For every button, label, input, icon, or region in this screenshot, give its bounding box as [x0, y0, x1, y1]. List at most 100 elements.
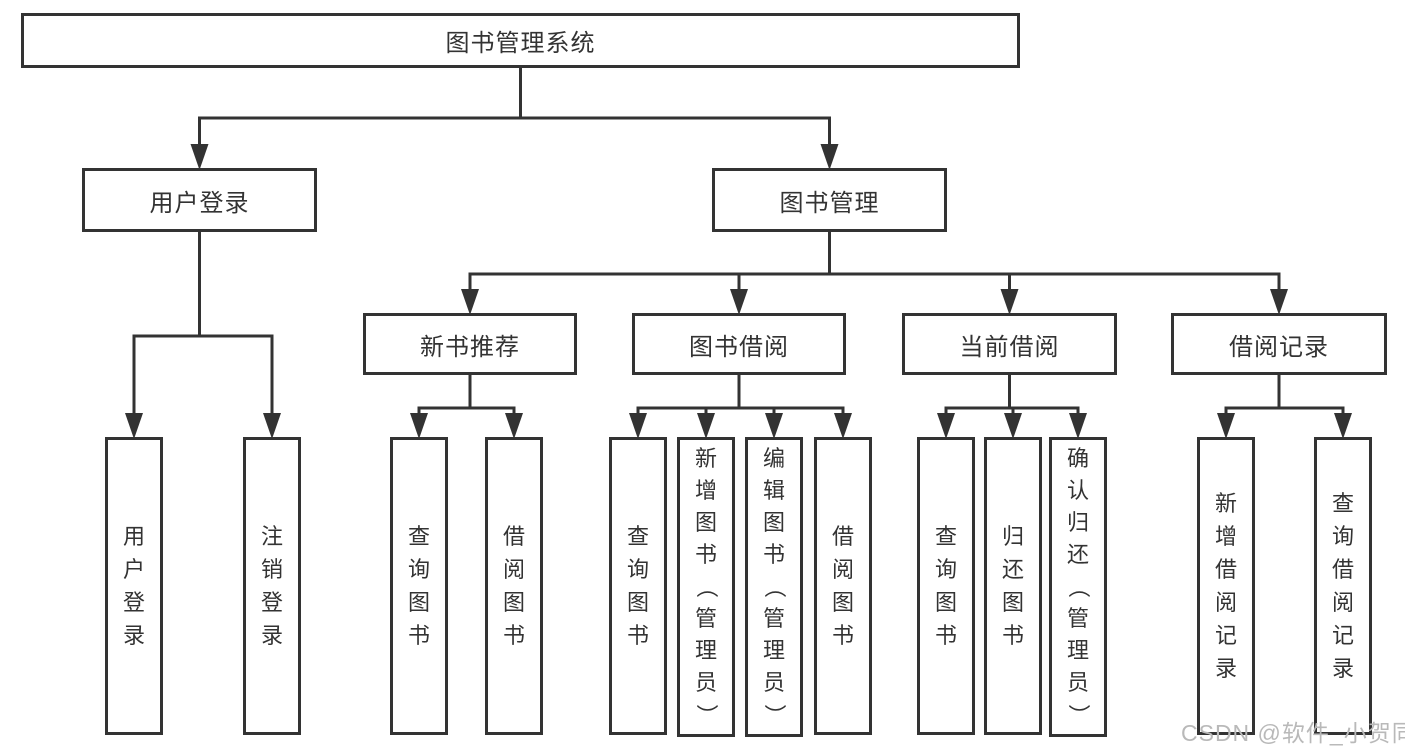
node-label-char: 询 — [626, 557, 649, 582]
arrowhead-icon — [629, 413, 647, 439]
node-label-char: 图 — [762, 510, 785, 535]
node-label-char: 借 — [1331, 557, 1354, 582]
node-label-char: 新 — [1214, 491, 1237, 516]
node-r-add: 新增借阅记录 — [1197, 437, 1255, 735]
node-label-char: 登 — [260, 590, 283, 615]
node-label-char: 用 — [122, 524, 145, 549]
arrowhead-icon — [1069, 413, 1087, 439]
node-label-char: 增 — [1214, 524, 1237, 549]
node-label: 图书借阅 — [689, 333, 789, 361]
node-label-char: 书 — [694, 542, 717, 567]
node-logout: 注销登录 — [243, 437, 301, 735]
node-user-login: 用户登录 — [82, 168, 317, 232]
node-label-char: 书 — [831, 623, 854, 648]
node-label: 用户登录 — [149, 189, 250, 217]
node-label-char: 归 — [1001, 524, 1024, 549]
node-label-char: 确 — [1066, 446, 1089, 471]
node-label-char: 辑 — [762, 478, 785, 503]
node-label-char: 书 — [762, 542, 785, 567]
node-label-char: 书 — [502, 623, 525, 648]
node-label: 借阅记录 — [1229, 333, 1329, 361]
node-label-char: 增 — [694, 478, 717, 503]
arrowhead-icon — [820, 144, 839, 170]
arrowhead-icon — [937, 413, 955, 439]
node-c-return: 归还图书 — [984, 437, 1042, 735]
node-book-mgmt: 图书管理 — [712, 168, 947, 232]
node-label-char: 管 — [1066, 606, 1089, 631]
node-label-char: （ — [1066, 575, 1091, 598]
node-label-char: 图 — [934, 590, 957, 615]
node-label-char: 录 — [1331, 656, 1354, 681]
node-label-char: 录 — [260, 623, 283, 648]
node-label-char: 图 — [502, 590, 525, 615]
node-label: 图书管理 — [779, 189, 880, 217]
node-label-char: 归 — [1066, 510, 1089, 535]
arrowhead-icon — [125, 413, 143, 439]
node-label-char: 登 — [122, 590, 145, 615]
arrowhead-icon — [505, 413, 523, 439]
node-label-char: 询 — [407, 557, 430, 582]
node-label-char: 查 — [934, 524, 957, 549]
node-label-char: 图 — [626, 590, 649, 615]
node-label-char: 图 — [694, 510, 717, 535]
node-c-query: 查询图书 — [917, 437, 975, 735]
node-nr-borrow: 借阅图书 — [485, 437, 543, 735]
node-label-char: 阅 — [1331, 590, 1354, 615]
watermark: CSDN @软件_小贺同学 — [1181, 720, 1405, 746]
node-label: 图书管理系统 — [445, 30, 596, 57]
arrowhead-icon — [834, 413, 852, 439]
node-label-char: 书 — [1001, 623, 1024, 648]
arrowhead-icon — [697, 413, 715, 439]
node-label-char: 还 — [1066, 542, 1089, 567]
node-borrow: 图书借阅 — [632, 313, 846, 375]
arrowhead-icon — [730, 289, 748, 315]
node-label-char: 理 — [762, 638, 785, 663]
node-label: 当前借阅 — [959, 333, 1060, 361]
node-r-query: 查询借阅记录 — [1314, 437, 1372, 735]
node-label-char: 查 — [626, 524, 649, 549]
node-current: 当前借阅 — [902, 313, 1117, 375]
node-label-char: 员 — [762, 670, 785, 695]
node-records: 借阅记录 — [1171, 313, 1387, 375]
node-b-query: 查询图书 — [609, 437, 667, 735]
node-b-borrow: 借阅图书 — [814, 437, 872, 735]
node-label-char: 录 — [1214, 656, 1237, 681]
node-label-char: 员 — [694, 670, 717, 695]
node-label-char: 借 — [831, 524, 854, 549]
node-label-char: 书 — [934, 623, 957, 648]
node-new-rec: 新书推荐 — [363, 313, 577, 375]
arrowhead-icon — [1334, 413, 1352, 439]
node-nr-query: 查询图书 — [390, 437, 448, 735]
node-label-char: 查 — [407, 524, 430, 549]
node-label-char: 询 — [1331, 524, 1354, 549]
node-b-edit: 编辑图书 （ 管理员 ） — [745, 437, 803, 737]
node-label-char: 记 — [1331, 623, 1354, 648]
arrowhead-icon — [765, 413, 783, 439]
node-label-char: 认 — [1066, 478, 1089, 503]
node-label-char: 销 — [260, 557, 283, 582]
node-label-char: ） — [762, 703, 787, 726]
arrowhead-icon — [1217, 413, 1235, 439]
node-label-char: 书 — [407, 623, 430, 648]
node-label-char: 录 — [122, 623, 145, 648]
node-label-char: （ — [762, 575, 787, 598]
arrowhead-icon — [410, 413, 428, 439]
arrowhead-icon — [1004, 413, 1022, 439]
node-root: 图书管理系统 — [21, 13, 1020, 68]
node-label-char: 图 — [1001, 590, 1024, 615]
node-c-confirm: 确认归还（管理员） — [1049, 437, 1107, 737]
arrowhead-icon — [461, 289, 479, 315]
arrowhead-icon — [1270, 289, 1288, 315]
node-label: 新书推荐 — [420, 333, 520, 361]
node-label-char: 编 — [762, 446, 785, 471]
node-label-char: 管 — [762, 606, 785, 631]
node-label-char: 询 — [934, 557, 957, 582]
arrowhead-icon — [190, 144, 209, 170]
node-label-char: 阅 — [1214, 590, 1237, 615]
node-label-char: 管 — [694, 606, 717, 631]
node-label-char: 新 — [694, 446, 717, 471]
node-label-char: 借 — [502, 524, 525, 549]
node-label-char: 图 — [831, 590, 854, 615]
